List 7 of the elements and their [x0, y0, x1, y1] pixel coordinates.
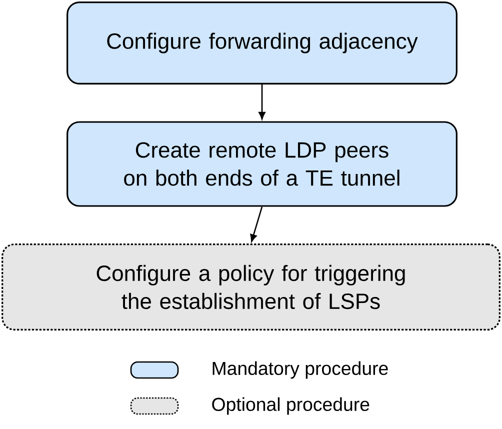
arrow — [250, 206, 263, 242]
arrow — [258, 84, 266, 120]
process-box: Configure forwarding adjacency — [66, 2, 458, 84]
process-box: Create remote LDP peers on both ends of a TE tunnel — [66, 121, 458, 207]
legend-label: Optional procedure — [212, 397, 370, 415]
legend-label: Mandatory procedure — [212, 361, 388, 379]
optional-process-box: Configure a policy for triggering the establishment of LSPs — [2, 244, 500, 330]
